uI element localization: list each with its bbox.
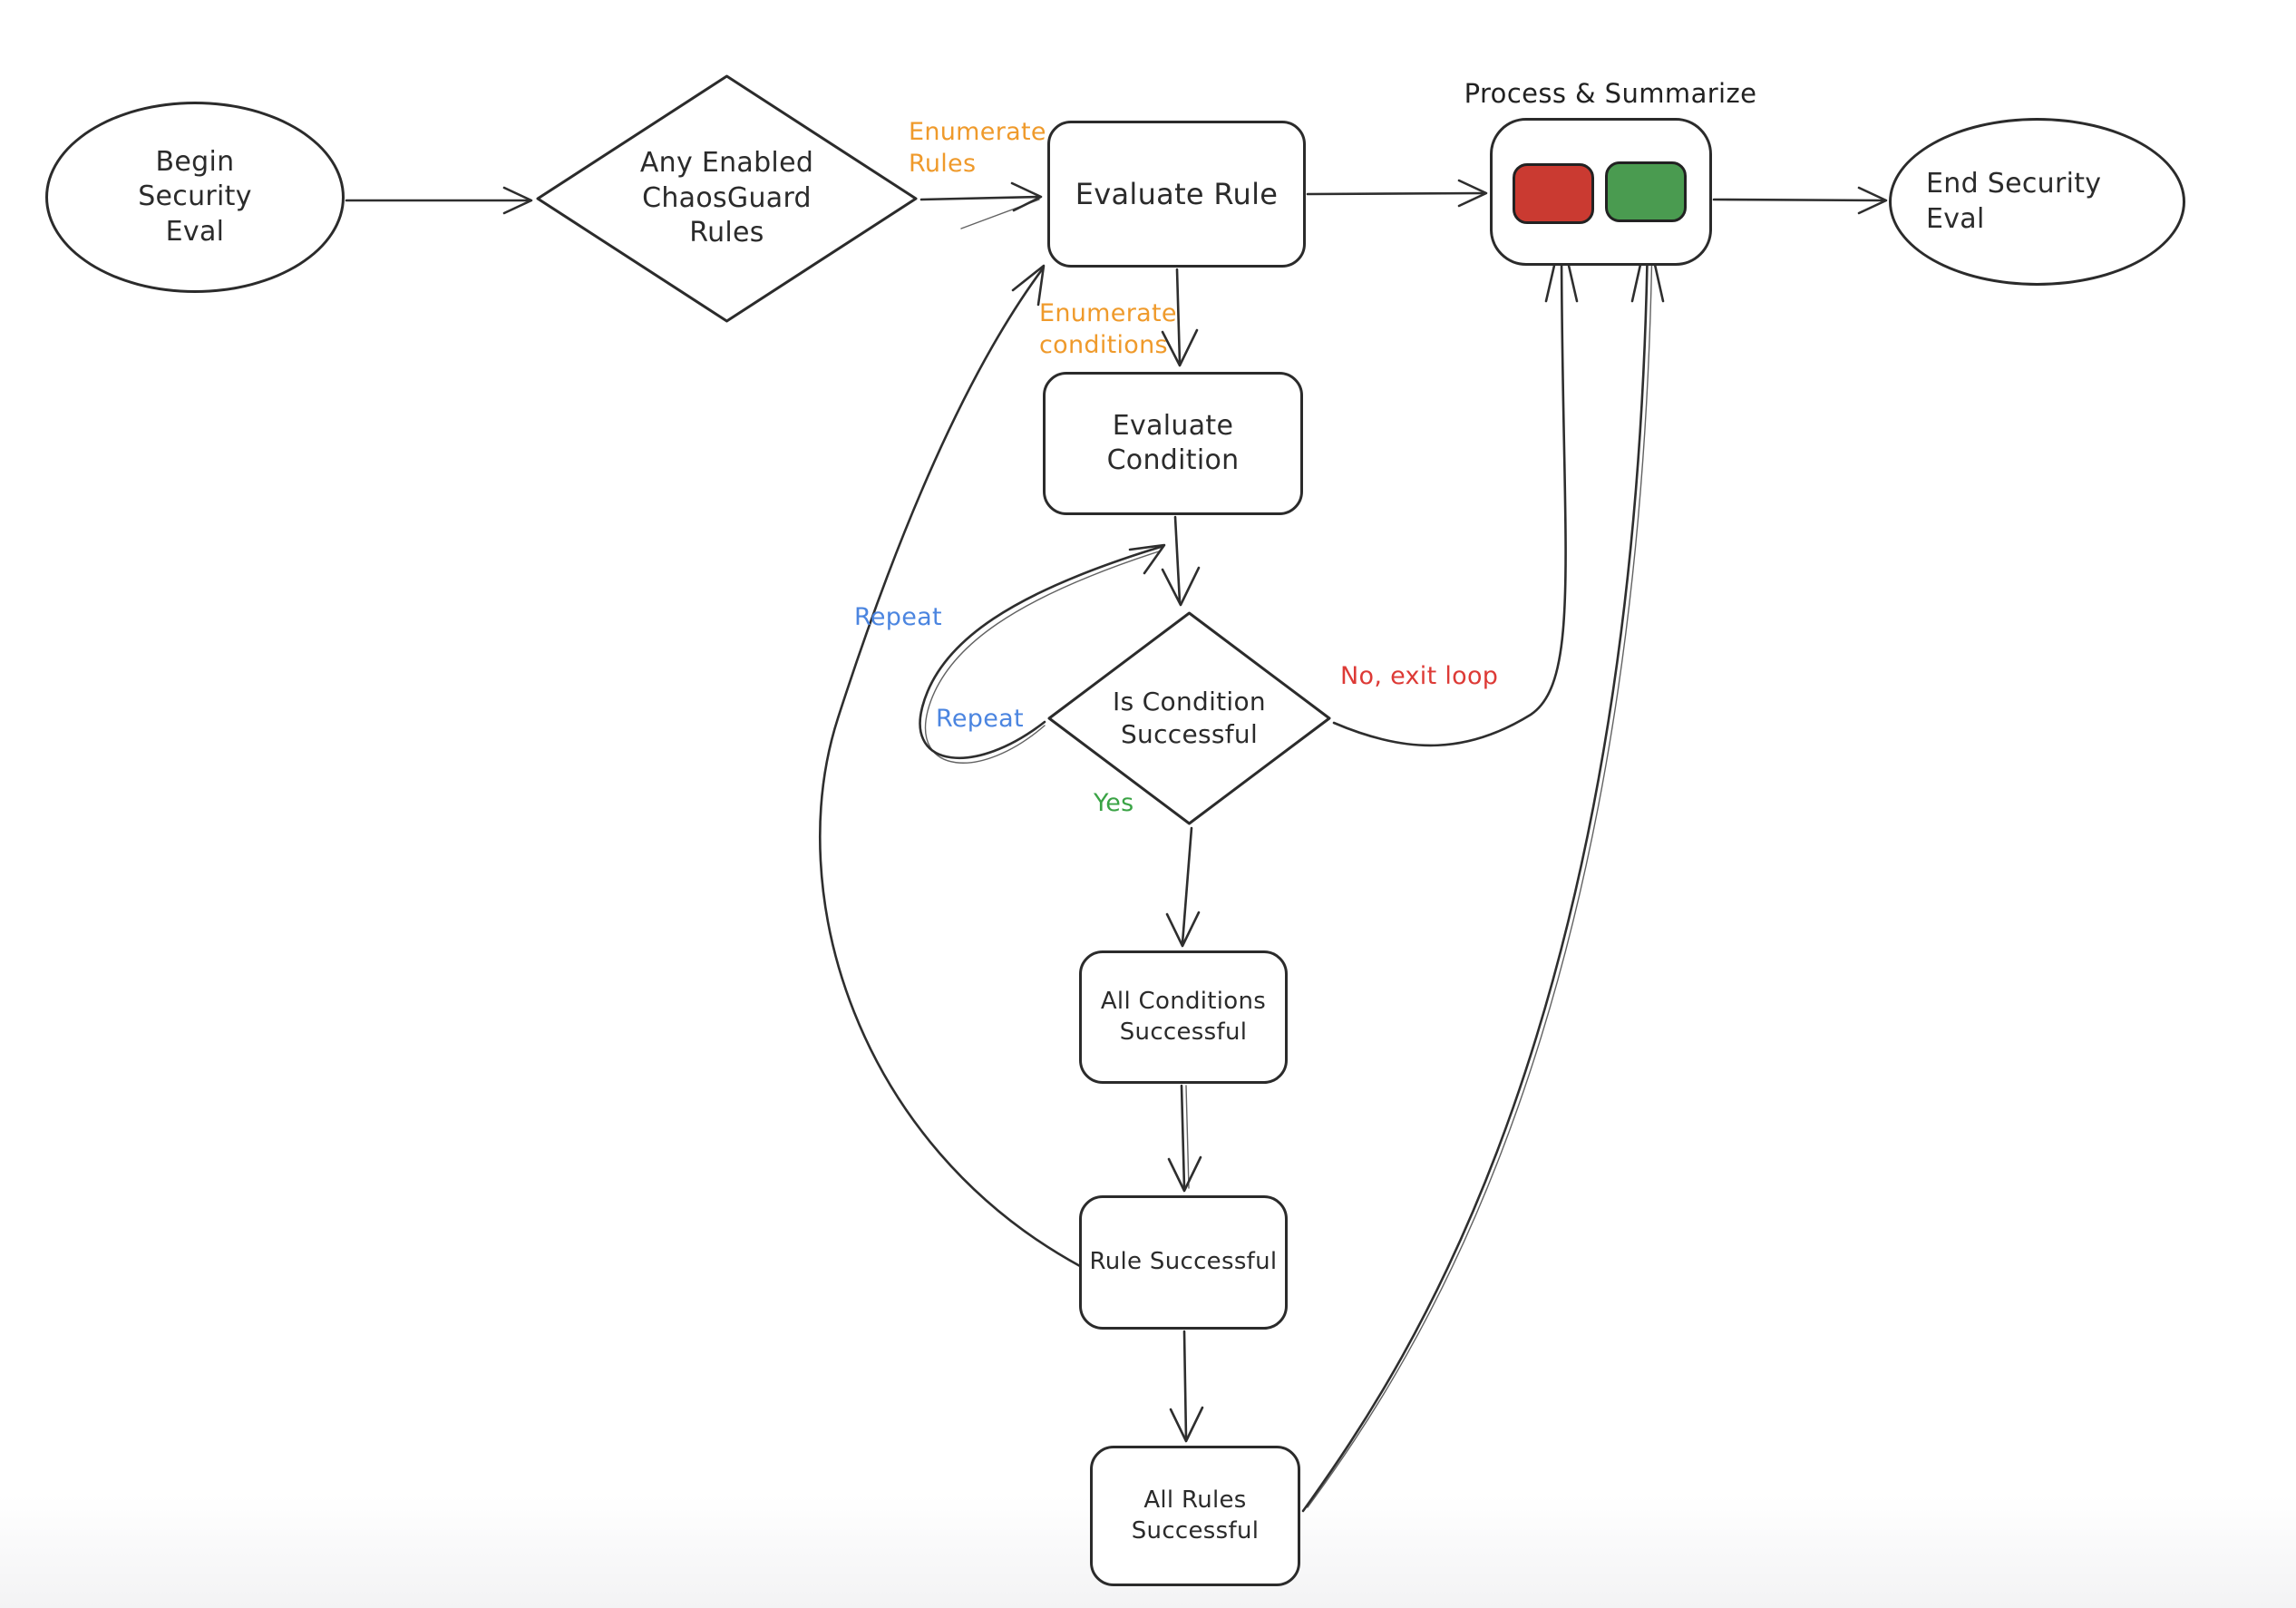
node-evaluate-rule: Evaluate Rule	[1047, 121, 1306, 268]
node-all-conditions-successful: All Conditions Successful	[1079, 950, 1288, 1084]
status-chip-green	[1605, 161, 1687, 222]
edge-label-enumerate-conditions: Enumerate conditions	[1039, 299, 1177, 360]
arrowhead-repeat-outer	[1011, 264, 1046, 307]
node-label: Is Condition Successful	[1113, 687, 1266, 749]
arrowhead-begin-to-rules	[502, 186, 533, 215]
sketch-stroke	[925, 551, 1160, 764]
arrowhead-repeat-inner	[1128, 543, 1166, 575]
node-label: End Security Eval	[1926, 168, 2102, 235]
edge-all-rules-to-process	[1301, 234, 1649, 1513]
node-label: Evaluate Condition	[1106, 409, 1240, 476]
node-label: All Rules Successful	[1131, 1486, 1260, 1545]
sketch-stroke	[1185, 1085, 1190, 1189]
node-any-enabled-chaosguard-rules: Any Enabled ChaosGuard Rules	[535, 73, 919, 324]
edge-all-conditions-to-rule	[1180, 1084, 1186, 1190]
edge-label-repeat-outer: Repeat	[854, 603, 942, 631]
sketch-stroke	[960, 199, 1040, 229]
diamond-shape	[536, 74, 918, 323]
node-begin-security-eval: Begin Security Eval	[45, 102, 345, 293]
arrowhead-process-to-end	[1857, 186, 1888, 215]
node-label: Evaluate Rule	[1075, 176, 1279, 211]
arrowhead-yes-to-all-conditions	[1165, 911, 1201, 948]
edge-evaluate-rule-to-process	[1306, 191, 1486, 196]
edge-label-no-exit-loop: No, exit loop	[1340, 662, 1499, 690]
node-label: Rule Successful	[1089, 1248, 1278, 1276]
sketch-stroke	[1307, 237, 1653, 1508]
arrowhead-all-conditions-to-rule	[1167, 1155, 1202, 1193]
node-label: Any Enabled ChaosGuard Rules	[639, 147, 814, 249]
node-evaluate-condition: Evaluate Condition	[1043, 372, 1303, 515]
edge-condition-to-diamond	[1173, 515, 1182, 604]
node-label: Begin Security Eval	[138, 145, 252, 248]
arrowhead-rule-to-all-rules	[1169, 1406, 1204, 1443]
edge-label-repeat-inner: Repeat	[936, 705, 1024, 733]
edge-rule-to-all-rules	[1182, 1330, 1188, 1440]
edge-yes-to-all-conditions	[1181, 826, 1193, 945]
edge-evaluate-rule-to-condition	[1175, 268, 1182, 365]
edge-label-yes: Yes	[1094, 789, 1134, 817]
edge-repeat-outer-loop	[818, 267, 1082, 1268]
node-is-condition-successful: Is Condition Successful	[1046, 610, 1332, 826]
edge-rules-to-evaluate-rule	[919, 195, 1041, 201]
edge-label-enumerate-rules: Enumerate Rules	[909, 118, 1046, 179]
node-rule-successful: Rule Successful	[1079, 1195, 1288, 1330]
edge-no-exit-loop	[1332, 236, 1567, 747]
process-summarize-title: Process & Summarize	[1464, 78, 1757, 109]
edge-repeat-inner-loop	[919, 545, 1163, 760]
arrowhead-rule-to-condition	[1161, 328, 1199, 367]
arrowhead-rule-to-process	[1457, 179, 1488, 208]
diamond-shape	[1047, 611, 1331, 825]
node-end-security-eval: End Security Eval	[1889, 118, 2185, 286]
node-label: All Conditions Successful	[1100, 988, 1267, 1046]
node-all-rules-successful: All Rules Successful	[1090, 1446, 1300, 1586]
arrowhead-condition-to-diamond	[1161, 566, 1201, 607]
status-chip-red	[1513, 163, 1594, 224]
